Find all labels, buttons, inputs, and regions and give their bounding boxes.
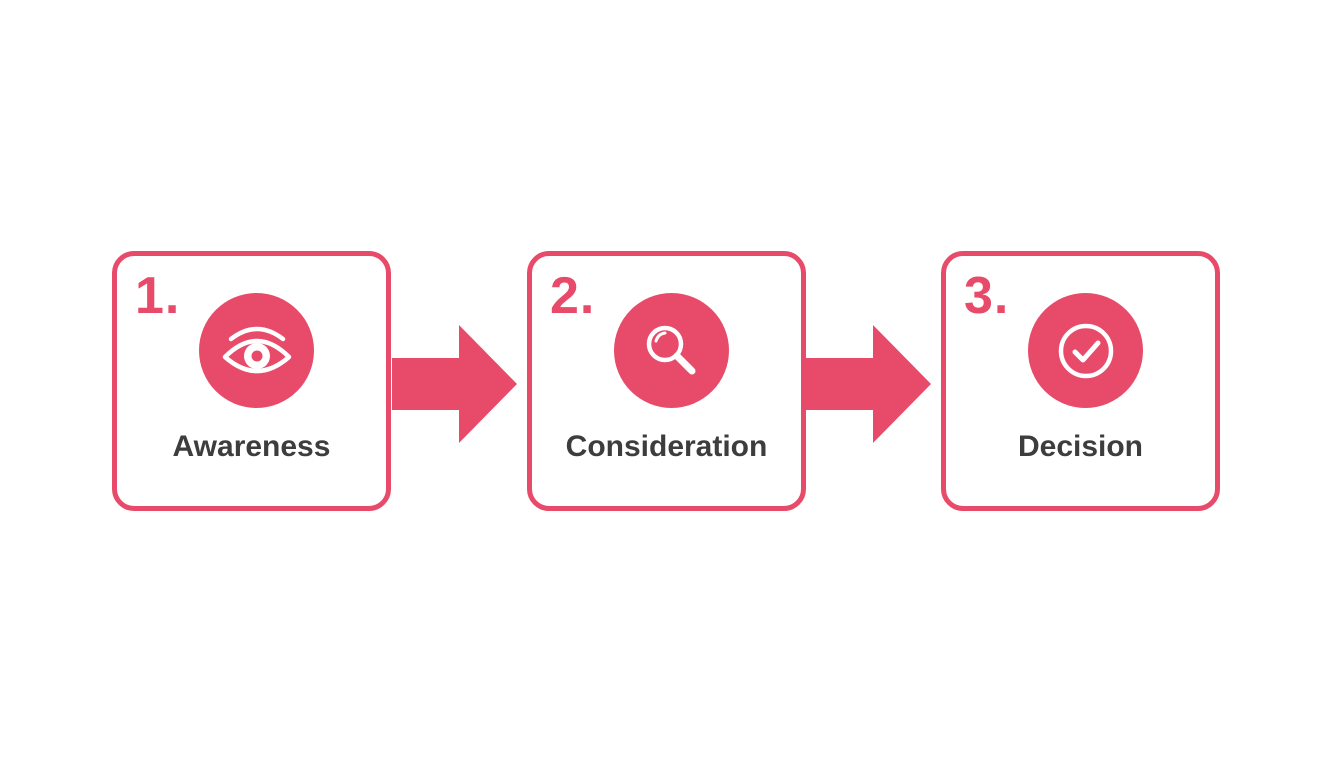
step-number: 1. — [135, 267, 181, 325]
icon-circle — [1028, 293, 1143, 408]
checkmark-icon — [1058, 323, 1113, 378]
step-number: 3. — [964, 267, 1010, 325]
icon-circle — [614, 293, 729, 408]
arrow-right-icon — [392, 325, 517, 443]
step-card-consideration: 2. Consideration — [527, 251, 806, 511]
magnifying-glass-icon — [646, 325, 695, 374]
step-card-awareness: 1. Awareness — [112, 251, 391, 511]
step-number: 2. — [550, 267, 596, 325]
icon-circle — [199, 293, 314, 408]
eye-icon — [222, 326, 291, 373]
step-label: Consideration — [565, 430, 768, 463]
step-label: Awareness — [172, 430, 331, 463]
step-label: Decision — [1017, 430, 1144, 463]
arrow-right-icon — [806, 325, 931, 443]
step-card-decision: 3. Decision — [941, 251, 1220, 511]
